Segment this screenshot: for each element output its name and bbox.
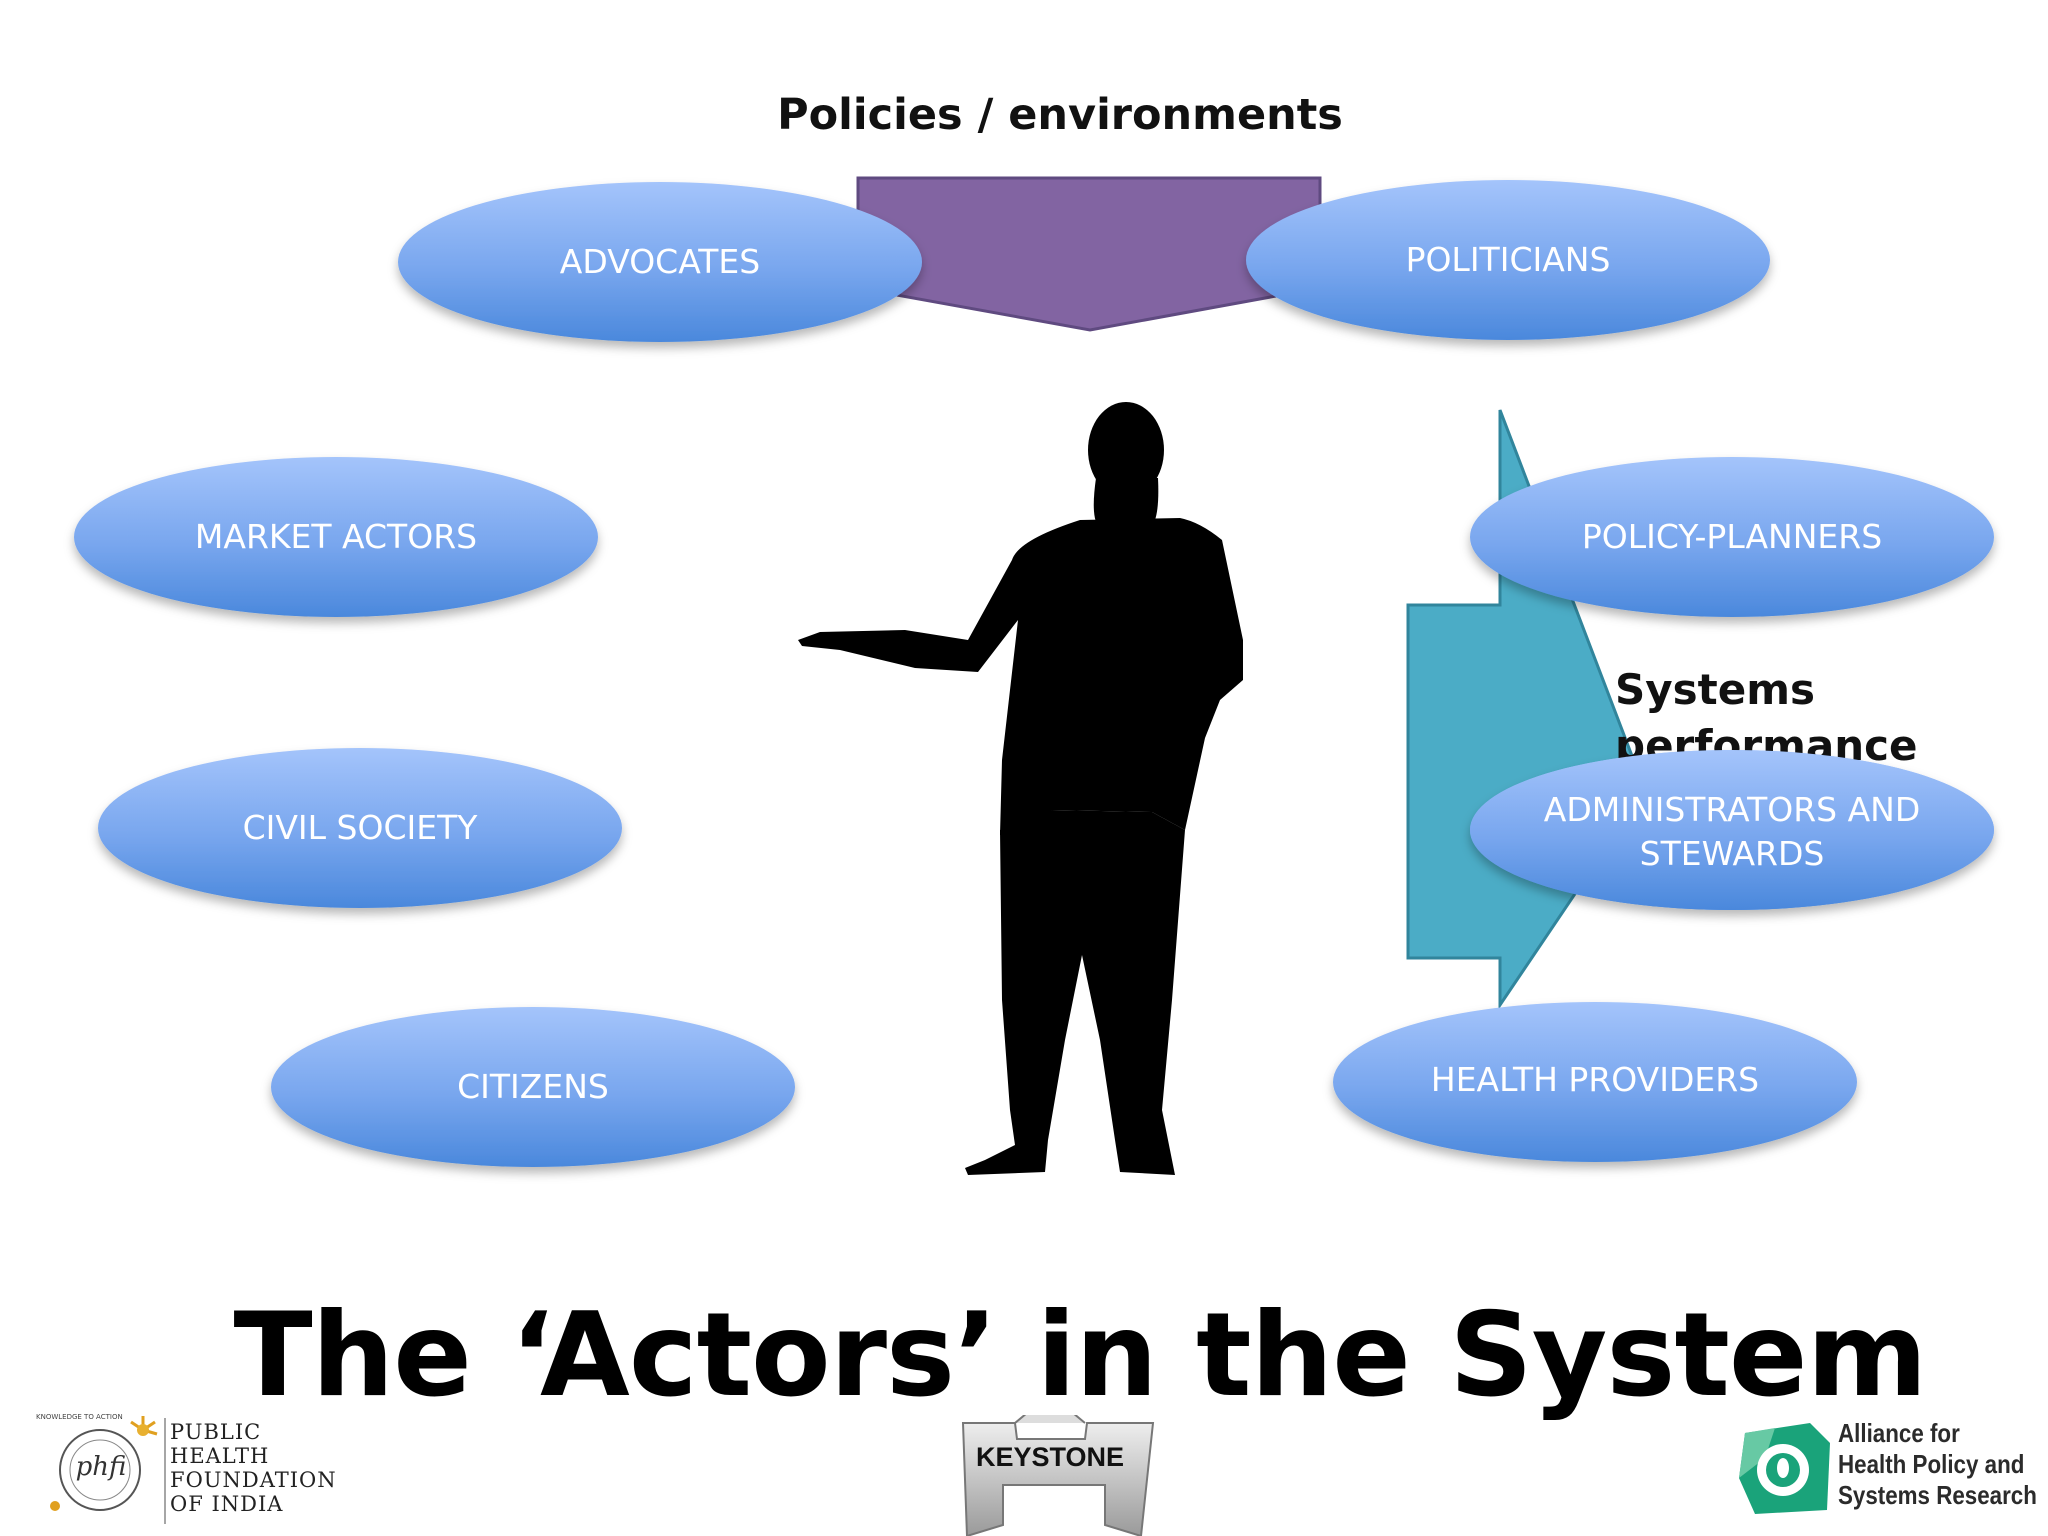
ellipse-politicians — [1246, 180, 1770, 340]
ellipse-citizens — [271, 1007, 795, 1167]
phfi-line-3: FOUNDATION — [170, 1468, 337, 1492]
systems-performance-label: Systems performance — [1615, 665, 1918, 766]
phfi-wordmark: PUBLIC HEALTH FOUNDATION OF INDIA — [170, 1420, 337, 1516]
actor-civil-society: CIVIL SOCIETY — [242, 808, 478, 847]
actor-market-actors: MARKET ACTORS — [194, 517, 478, 556]
actor-policy-planners: POLICY-PLANNERS — [1581, 517, 1883, 556]
ellipse-health-providers — [1333, 1002, 1857, 1162]
policies-label: Policies / environments — [777, 90, 1343, 140]
alliance-line-3: Systems Research — [1838, 1480, 2037, 1510]
phfi-line-2: HEALTH — [170, 1444, 270, 1468]
phfi-mark: phfi — [75, 1452, 127, 1482]
phfi-ring-text: KNOWLEDGE TO ACTION — [36, 1413, 123, 1421]
alliance-line-2: Health Policy and — [1838, 1449, 2025, 1479]
ellipse-civil-society — [98, 748, 622, 908]
ellipse-advocates — [398, 182, 922, 342]
ellipse-policy-planners — [1470, 457, 1994, 617]
actor-administrators: ADMINISTRATORS AND STEWARDS — [1543, 790, 1921, 873]
phfi-line-1: PUBLIC — [170, 1420, 262, 1444]
phfi-logo — [50, 1416, 166, 1524]
alliance-wordmark: Alliance for Health Policy and Systems R… — [1838, 1418, 2037, 1511]
actor-advocates: ADVOCATES — [559, 242, 761, 281]
slide-title: The ‘Actors’ in the System — [233, 1288, 1928, 1423]
alliance-logo — [1739, 1423, 1830, 1514]
presenter-silhouette-icon — [798, 402, 1243, 1175]
keystone-logo — [961, 1415, 1155, 1536]
phfi-line-4: OF INDIA — [170, 1492, 284, 1516]
actor-health-providers: HEALTH PROVIDERS — [1430, 1060, 1760, 1099]
actor-politicians: POLITICIANS — [1405, 240, 1611, 279]
ellipse-market-actors — [74, 457, 598, 617]
keystone-label: KEYSTONE — [975, 1442, 1125, 1472]
actor-citizens: CITIZENS — [457, 1067, 609, 1106]
alliance-line-1: Alliance for — [1838, 1418, 1960, 1448]
